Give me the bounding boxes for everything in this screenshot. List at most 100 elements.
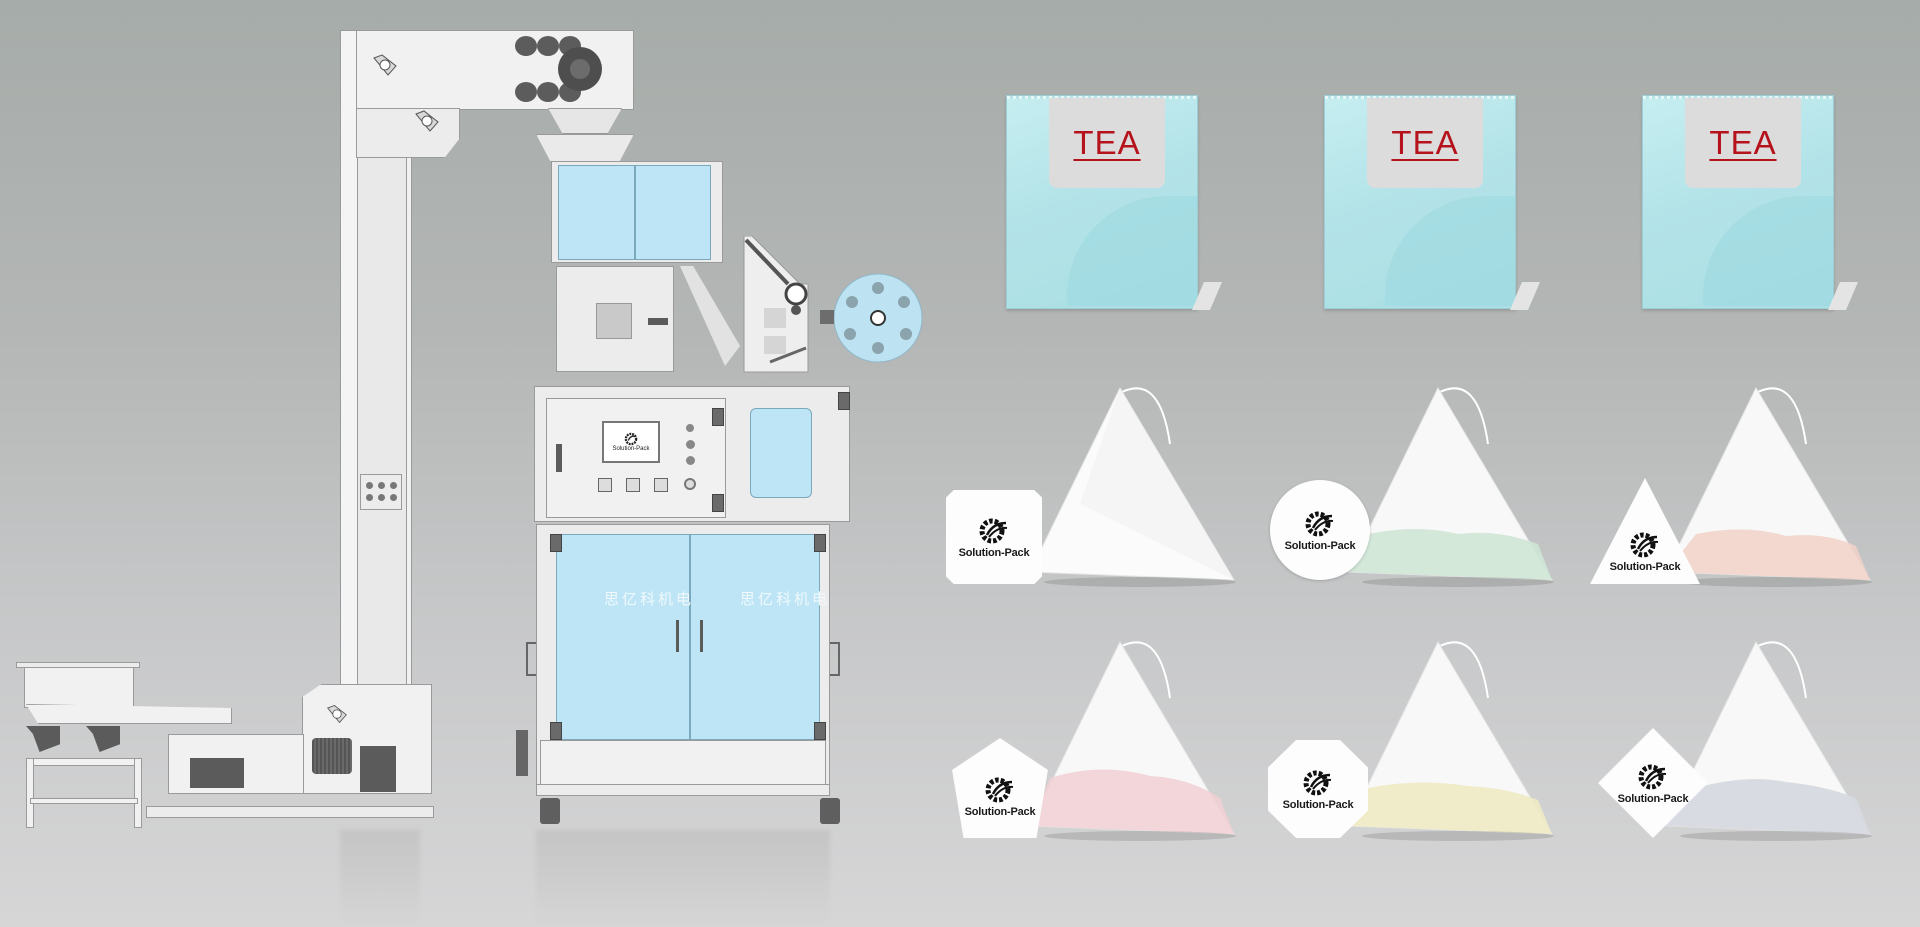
air-filter [516,730,528,776]
tag-brand-text: Solution-Pack [1282,799,1354,811]
power-switch[interactable] [556,444,562,472]
film-reel-icon [833,273,923,363]
solution-pack-logo-icon [1638,764,1667,790]
bearing-icon [415,110,439,132]
feeder-leg [134,758,142,828]
control-module[interactable] [598,478,612,492]
valve [366,482,373,489]
sachet-label-text: TEA [1709,124,1777,161]
side-handle[interactable] [830,642,840,676]
sachet-label-text: TEA [1073,124,1141,161]
solution-pack-logo-icon [1305,511,1334,537]
valve [366,494,373,501]
elevator-inner-column [357,130,407,770]
hmi-touchscreen[interactable]: Solution-Pack [602,421,660,463]
pyramid-tea-bag [1666,640,1872,841]
sachet-label-text: TEA [1391,124,1459,161]
door-watermark-left: 思亿科机电 [604,590,695,608]
indicator-light[interactable] [686,456,695,465]
feeder-leg [26,758,34,828]
sachet-pattern [1703,196,1833,306]
lower-door-left[interactable] [556,534,690,740]
emergency-button[interactable] [684,478,696,490]
valve [378,482,385,489]
door-watermark-right: 思亿科机电 [740,590,831,608]
hinge [814,534,826,552]
hinge [814,722,826,740]
sachet-pattern [1385,196,1515,306]
bearing-icon [326,705,347,724]
solution-pack-logo-icon [1630,532,1659,558]
valve [378,494,385,501]
tea-bag-tag: Solution-Pack [1270,480,1370,580]
feeder-stand [26,758,142,766]
lower-door-right[interactable] [690,534,820,740]
receiving-hopper [536,134,634,162]
upper-glass-right [635,165,711,260]
solution-pack-logo-icon [985,777,1014,803]
indicator-light[interactable] [686,440,695,449]
feeder-hopper [24,664,134,708]
valve [390,482,397,489]
floor-reflection [340,830,420,927]
upper-glass-left [558,165,635,260]
elevator-head-side [356,108,460,158]
hinge [712,408,724,426]
caster-wheel [540,798,560,824]
caster-wheel [820,798,840,824]
door-handle-left[interactable] [676,620,679,652]
tag-brand-text: Solution-Pack [1609,561,1681,573]
vibrator-right [86,726,120,752]
bearing-icon [373,54,397,76]
pyramid-tea-bag [1348,640,1554,841]
hinge [550,722,562,740]
hmi-logo-text: Solution-Pack [612,446,650,452]
sealing-window [750,408,812,498]
solution-pack-logo-icon [624,432,638,446]
film-arm-icon [743,236,809,373]
sachet-label: TEA [1685,98,1801,188]
sachet-pattern [1067,196,1197,306]
solution-pack-logo-icon [979,518,1008,544]
packing-machine: Solution-Pack 思亿科机电 思亿科机电 [0,0,940,927]
pyramid-tea-bag [1030,386,1236,587]
solution-pack-logo-icon [1303,770,1332,796]
tag-brand-text: Solution-Pack [1284,540,1356,552]
base-rail [536,784,830,796]
base-platform [146,806,434,818]
pyramid-tea-bag [1348,386,1554,587]
tag-brand-text: Solution-Pack [958,547,1030,559]
pyramid-tea-bag [1666,386,1872,587]
bucket-wheel-icon [515,36,602,102]
vibrator-left [26,726,60,752]
control-module[interactable] [654,478,668,492]
control-module[interactable] [626,478,640,492]
flat-sachet: TEA [1006,95,1198,309]
discharge-funnel [548,108,622,134]
elevator-column-edge [340,30,358,790]
conveyor-motor-box [190,758,244,788]
base-frame [540,740,826,788]
inspection-window [596,303,632,339]
side-handle[interactable] [526,642,536,676]
sachet-label: TEA [1049,98,1165,188]
elevator-valve-plate [360,474,402,510]
door-handle-right[interactable] [700,620,703,652]
tag-brand-text: Solution-Pack [964,806,1036,818]
feeder-rim [16,662,140,668]
floor-reflection [536,830,830,927]
feeder-crossbar [30,798,138,804]
vibratory-tray [26,704,232,724]
tea-bag-tag: Solution-Pack [1268,740,1368,838]
pyramid-tea-bag [1030,640,1236,841]
gearbox [360,746,396,792]
tea-bag-tag: Solution-Pack [946,490,1042,584]
weighing-box-label [648,318,668,325]
valve [390,494,397,501]
sachet-label: TEA [1367,98,1483,188]
tag-brand-text: Solution-Pack [1617,793,1689,805]
flat-sachet: TEA [1324,95,1516,309]
hinge [712,494,724,512]
indicator-light[interactable] [686,424,694,432]
drive-motor [312,738,352,774]
